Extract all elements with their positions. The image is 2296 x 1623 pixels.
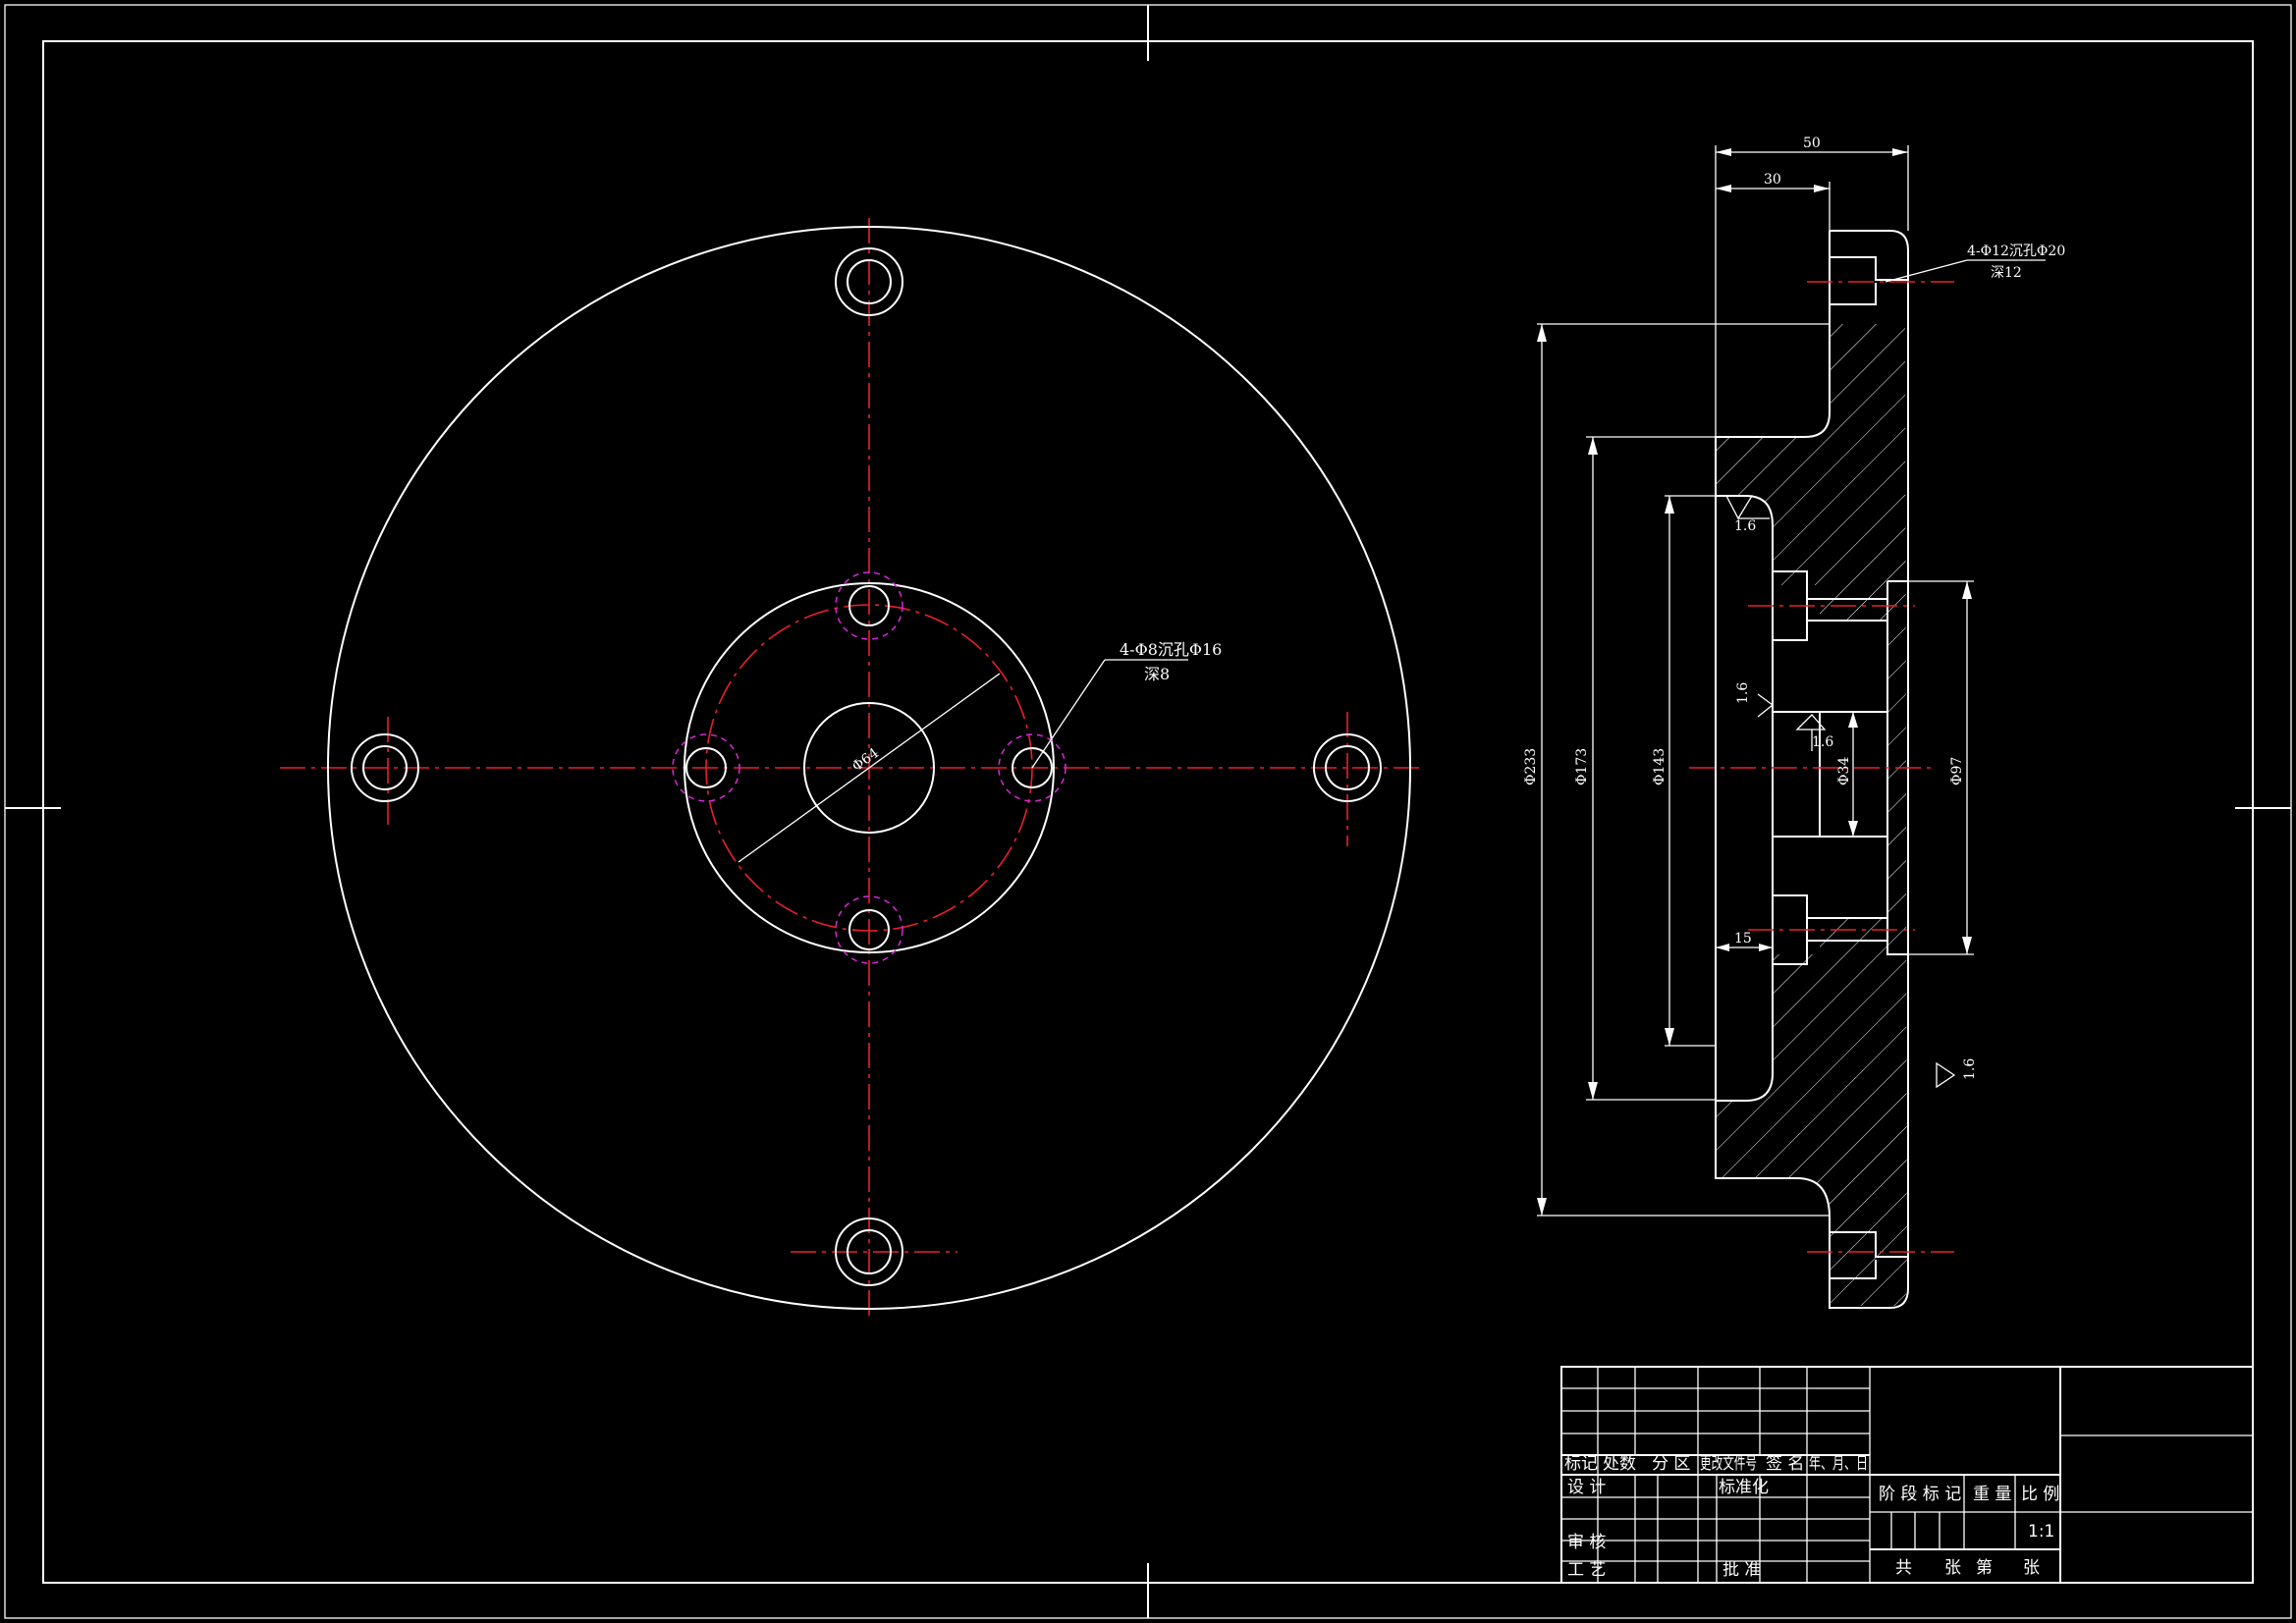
section-view: Φ233 Φ173 Φ143 Φ34 Φ97 [1523,135,2065,1309]
tb-col-zone: 分 区 [1652,1454,1690,1474]
tb-row-design: 设 计 [1567,1478,1606,1497]
diameter-dimensions: Φ233 Φ173 Φ143 Φ34 Φ97 [1523,323,1974,1217]
title-block: 标记 处数 分 区 更改文件号 签 名 年、月、日 设 计 标准化 审 核 工 … [1560,1366,2254,1584]
dim-total-width: 50 [1803,135,1821,151]
center-bore [803,702,935,834]
tb-col-doc: 更改文件号 [1700,1454,1757,1474]
svg-text:1.6: 1.6 [1734,518,1756,534]
sheet-border [4,4,2292,1619]
tb-col-mark: 标记 [1564,1454,1598,1474]
section-hole-depth: 深12 [1991,265,2022,281]
front-hole-note: 4-Φ8沉孔Φ16 [1120,640,1222,659]
inner-counterbored-holes [672,571,1066,964]
dim-step-width: 30 [1764,172,1781,188]
tb-row-standard: 标准化 [1719,1478,1769,1497]
section-hole-leader [1885,259,1968,283]
hub-outline [683,582,1055,953]
dia-recess: Φ143 [1652,748,1667,785]
tb-sheet-unit2: 张 [2023,1558,2040,1578]
roughness-symbols: 1.6 1.6 1.6 1.6 [1724,495,1978,1089]
tb-weight: 重 量 [1973,1485,2011,1504]
svg-text:1.6: 1.6 [1735,682,1751,704]
dim-counterbore-depth: 15 [1734,931,1752,947]
tb-col-date: 年、月、日 [1809,1454,1868,1474]
tb-scale: 比 例 [2021,1485,2059,1504]
length-dimensions: 50 30 15 [1715,135,1909,951]
tb-col-sign: 签 名 [1766,1454,1804,1474]
tb-sheet-no: 第 [1976,1558,1993,1578]
tb-row-check: 审 核 [1567,1533,1606,1552]
tb-stage-mark: 阶 段 标 记 [1879,1485,1961,1504]
tb-col-count: 处数 [1603,1454,1636,1474]
dia-hub: Φ173 [1574,748,1590,785]
section-hole-note: 4-Φ12沉孔Φ20 [1967,243,2065,259]
tb-scale-value: 1:1 [2028,1522,2054,1542]
svg-text:1.6: 1.6 [1812,734,1833,750]
tb-sheet-unit1: 张 [1944,1558,1961,1578]
svg-text:1.6: 1.6 [1962,1058,1978,1080]
front-hole-depth: 深8 [1144,665,1170,683]
front-view: Φ64 4-Φ8沉孔Φ16 深8 [280,218,1419,1318]
tb-sheet-total: 共 [1895,1558,1912,1578]
section-hatching [1716,324,1908,1306]
hole-leader [1031,659,1106,769]
dia-bore: Φ34 [1836,757,1852,785]
tb-row-approve: 批 准 [1722,1560,1761,1580]
tb-row-process: 工 艺 [1567,1560,1606,1580]
outer-mounting-holes [351,247,1382,1286]
outer-disc-outline [327,226,1411,1310]
section-outline [1715,230,1909,1309]
dia-pilot: Φ97 [1949,757,1965,785]
dia-outer: Φ233 [1523,748,1539,785]
